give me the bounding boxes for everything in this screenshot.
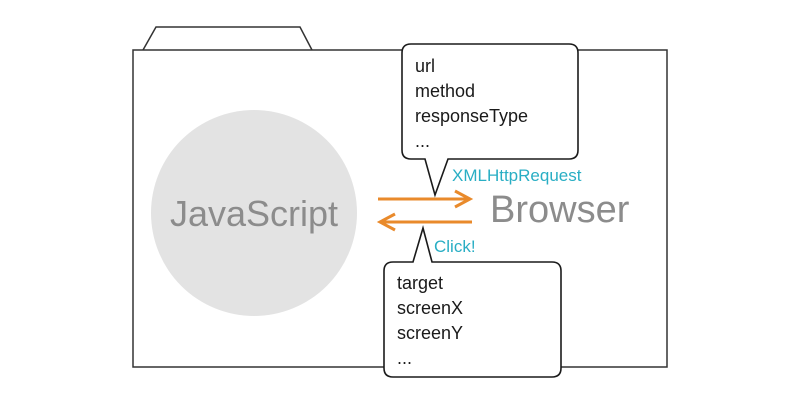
event-prop-screeny: screenY <box>397 323 463 343</box>
event-props-list: target screenX screenY ... <box>397 273 463 368</box>
request-prop-more: ... <box>415 131 430 151</box>
request-prop-method: method <box>415 81 475 101</box>
event-prop-more: ... <box>397 348 412 368</box>
event-prop-screenx: screenX <box>397 298 463 318</box>
browser-label: Browser <box>490 189 630 231</box>
request-callout <box>401 43 579 198</box>
request-prop-responsetype: responseType <box>415 106 528 126</box>
request-arrow <box>378 189 474 209</box>
javascript-circle <box>151 110 357 316</box>
request-prop-url: url <box>415 56 435 76</box>
event-prop-target: target <box>397 273 443 293</box>
event-callout <box>383 225 562 378</box>
javascript-label: JavaScript <box>170 193 338 234</box>
request-label: XMLHttpRequest <box>452 166 582 185</box>
request-props-list: url method responseType ... <box>415 56 528 151</box>
event-label: Click! <box>434 237 476 256</box>
folder-tab <box>142 26 313 51</box>
event-arrow <box>376 212 472 232</box>
